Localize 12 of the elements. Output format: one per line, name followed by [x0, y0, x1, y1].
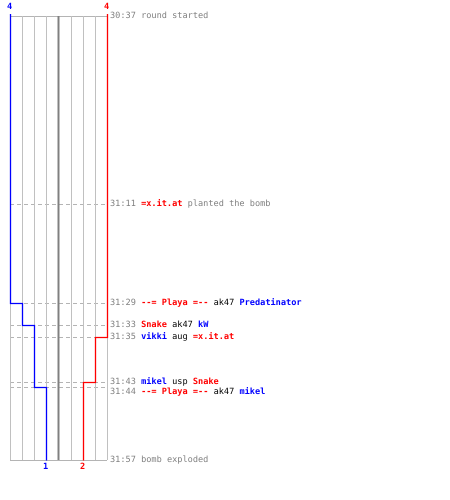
- event-text: 31:29 --= Playa =-- ak47 Predatinator: [110, 298, 302, 308]
- count-label: 2: [80, 463, 86, 472]
- event-text: 30:37 round started: [110, 11, 208, 21]
- event-text: 31:43 mikel usp Snake: [110, 377, 219, 387]
- count-label: 1: [43, 463, 48, 472]
- event-text: 31:44 --= Playa =-- ak47 mikel: [110, 387, 266, 397]
- count-label: 4: [7, 3, 12, 12]
- event-text: 31:35 vikki aug =x.it.at: [110, 332, 234, 342]
- event-text: 31:33 Snake ak47 kW: [110, 320, 208, 330]
- count-label: 4: [104, 3, 110, 12]
- event-text: 31:57 bomb exploded: [110, 455, 208, 465]
- event-text: 31:11 =x.it.at planted the bomb: [110, 199, 270, 209]
